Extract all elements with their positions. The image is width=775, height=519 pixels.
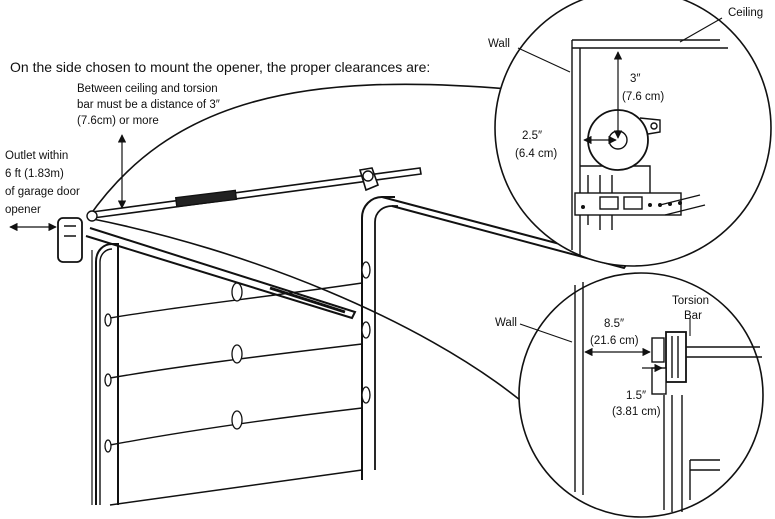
heading-text: On the side chosen to mount the opener, … [10, 59, 430, 75]
ceiling-clearance-line-1: Between ceiling and torsion [77, 83, 218, 95]
ceiling-clearance-line-2: bar must be a distance of 3″ [77, 99, 220, 111]
left-track [85, 227, 357, 320]
opener-unit [57, 217, 83, 263]
top-wall-leader-line [517, 47, 571, 73]
top-vertical-value: 3″ [630, 73, 640, 85]
torsion-bar [91, 167, 422, 219]
bottom-bracket-value: 1.5″ [626, 390, 646, 402]
bottom-wall-label: Wall [495, 317, 517, 329]
outlet-note-line-3: of garage door [5, 186, 80, 198]
top-horizontal-value: 2.5″ [522, 130, 542, 142]
callout-arc-bottom [87, 217, 521, 401]
bottom-detail-callout [518, 272, 764, 518]
outlet-note-line-2: 6 ft (1.83m) [5, 168, 64, 180]
outlet-note-line-1: Outlet within [5, 150, 68, 162]
ceiling-label: Ceiling [728, 7, 763, 19]
bottom-wall-leader-line [519, 323, 573, 343]
door-frame-right [361, 196, 395, 480]
torsion-spring [174, 189, 238, 208]
bottom-bracket-metric: (3.81 cm) [612, 406, 661, 418]
ceiling-leader-line [679, 17, 723, 43]
torsion-label-line-2: Bar [684, 310, 702, 322]
door-bottom [109, 469, 363, 506]
torsion-label-line-1: Torsion [672, 295, 709, 307]
panel-line-1 [109, 282, 363, 319]
garage-door-illustration [57, 83, 630, 506]
panel-line-3 [109, 407, 363, 446]
ceiling-clearance-line-3: (7.6cm) or more [77, 115, 159, 127]
outlet-note-line-4: opener [5, 204, 41, 216]
top-vertical-metric: (7.6 cm) [622, 91, 664, 103]
bottom-detail-circle [518, 272, 764, 518]
bottom-wall-distance-value: 8.5″ [604, 318, 624, 330]
top-wall-label: Wall [488, 38, 510, 50]
top-horizontal-metric: (6.4 cm) [515, 148, 557, 160]
top-detail-callout [494, 0, 772, 267]
panel-line-2 [109, 343, 363, 379]
bottom-wall-distance-metric: (21.6 cm) [590, 335, 639, 347]
